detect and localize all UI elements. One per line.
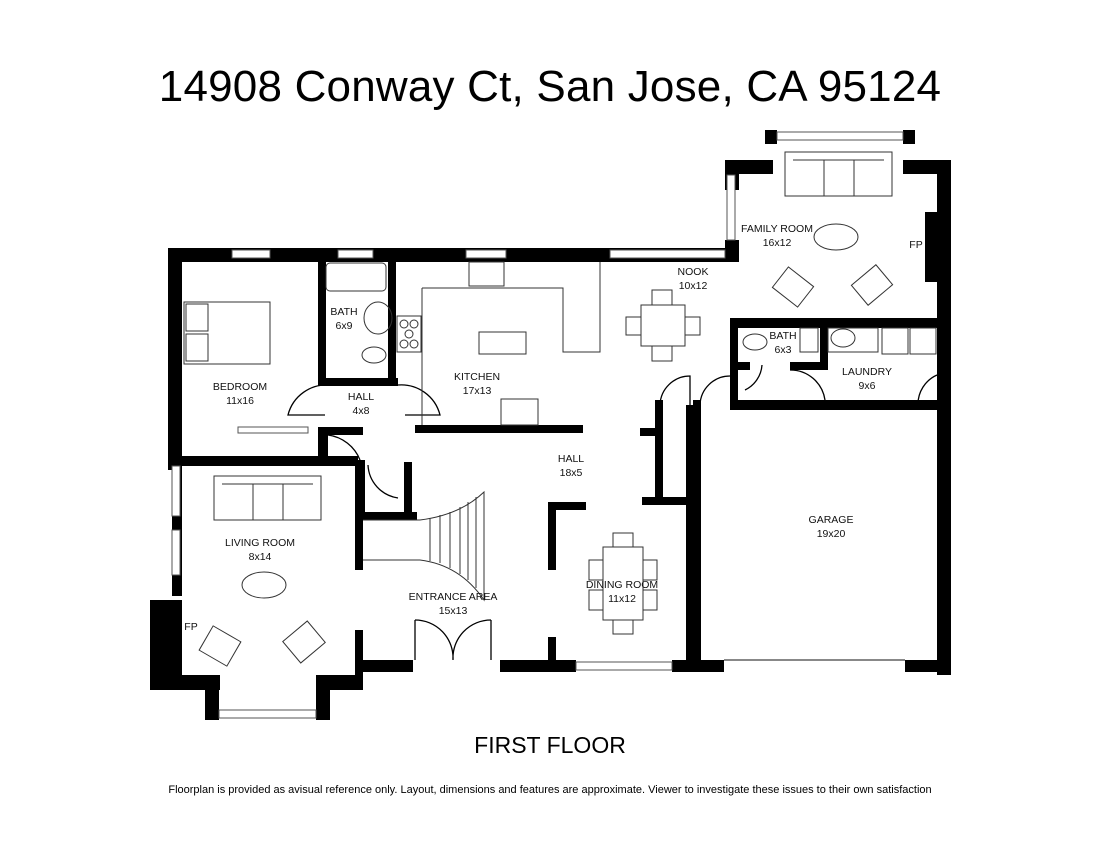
fireplace-label: FP (184, 621, 197, 633)
room-size-nook: 10x12 (679, 280, 708, 292)
room-name-laundry: LAUNDRY (842, 366, 892, 378)
room-name-garage: GARAGE (809, 514, 854, 526)
room-name-dining-room: DINING ROOM (586, 579, 658, 591)
sink-icon (799, 327, 819, 353)
room-size-hall: 18x5 (560, 467, 583, 479)
room-name-bath: BATH (330, 306, 357, 318)
toilet-icon (361, 346, 387, 364)
room-labels: BEDROOM 11x16 BATH 6x9 HALL 4x8 KITCHEN … (184, 223, 922, 633)
room-name-nook: NOOK (678, 266, 709, 278)
armchair-icon (850, 264, 894, 306)
room-size-dining-room: 11x12 (608, 593, 636, 605)
windows (171, 131, 905, 719)
washer-icon (881, 327, 909, 355)
room-size-family-room: 16x12 (763, 237, 792, 249)
coffee-table-icon (813, 223, 859, 251)
coffee-table-icon (241, 571, 287, 599)
room-name-entrance: ENTRANCE AREA (409, 591, 498, 603)
room-size-hall: 4x8 (353, 405, 370, 417)
room-size-laundry: 9x6 (859, 380, 876, 392)
toilet-icon (742, 333, 768, 351)
disclaimer-text: Floorplan is provided as avisual referen… (168, 784, 932, 796)
laundry-sink-icon (830, 328, 856, 348)
appliance-icon (500, 398, 539, 426)
sofa-icon (784, 151, 893, 197)
sink-icon (363, 301, 393, 335)
fireplace-label: FP (909, 239, 922, 251)
bed-icon (183, 301, 271, 365)
kitchen-sink-icon (468, 261, 505, 287)
room-size-bedroom: 11x16 (226, 395, 254, 407)
furniture (183, 151, 937, 667)
nook-table-icon (640, 304, 686, 347)
armchair-icon (282, 620, 326, 664)
room-name-bedroom: BEDROOM (213, 381, 267, 393)
armchair-icon (771, 266, 815, 308)
sofa-icon (213, 475, 322, 521)
floor-label: FIRST FLOOR (474, 732, 626, 758)
room-name-family-room: FAMILY ROOM (741, 223, 813, 235)
room-name-hall: HALL (348, 391, 374, 403)
room-size-bath: 6x3 (775, 344, 792, 356)
room-size-garage: 19x20 (817, 528, 846, 540)
staircase (363, 490, 485, 602)
property-address-title: 14908 Conway Ct, San Jose, CA 95124 (158, 62, 942, 111)
room-size-bath: 6x9 (336, 320, 353, 332)
room-name-hall: HALL (558, 453, 584, 465)
room-name-kitchen: KITCHEN (454, 371, 500, 383)
room-size-entrance: 15x13 (439, 605, 468, 617)
exterior-walls (150, 130, 951, 720)
dryer-icon (909, 327, 937, 355)
doors (287, 364, 938, 661)
bathtub-icon (325, 262, 387, 292)
room-name-living-room: LIVING ROOM (225, 537, 295, 549)
room-size-kitchen: 17x13 (463, 385, 492, 397)
kitchen-island (478, 331, 527, 355)
armchair-icon (198, 625, 242, 667)
stove-icon (396, 315, 422, 353)
room-name-bath: BATH (769, 330, 796, 342)
room-size-living-room: 8x14 (249, 551, 272, 563)
